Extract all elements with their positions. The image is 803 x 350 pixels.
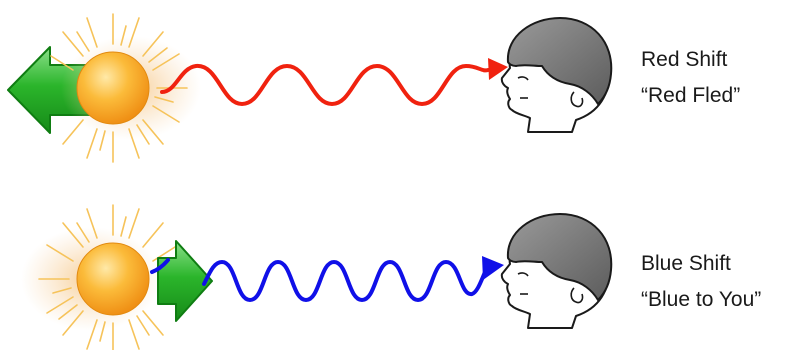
sun-icon: [50, 13, 201, 163]
wave-arrowhead: [488, 58, 508, 80]
red-shift-label: Red Shift “Red Fled”: [641, 42, 740, 114]
wave-arrowhead: [482, 256, 504, 280]
blue-shift-title: Blue Shift: [641, 252, 731, 275]
sun-icon: [21, 204, 176, 350]
sun-rays: [38, 204, 176, 350]
red-shift-mnemonic: “Red Fled”: [641, 84, 741, 107]
motion-arrow-icon: [157, 240, 213, 322]
blue-shift-panel: [21, 204, 613, 350]
observer-head-icon: [500, 17, 613, 133]
red-shift-panel: [7, 13, 613, 163]
observer-head-icon: [500, 213, 613, 329]
light-wave: [160, 63, 490, 107]
red-shift-title: Red Shift: [641, 48, 728, 71]
light-wave: [150, 258, 488, 303]
blue-shift-label: Blue Shift “Blue to You”: [641, 246, 761, 318]
sun-rays: [50, 13, 188, 163]
blue-shift-mnemonic: “Blue to You”: [641, 288, 762, 311]
